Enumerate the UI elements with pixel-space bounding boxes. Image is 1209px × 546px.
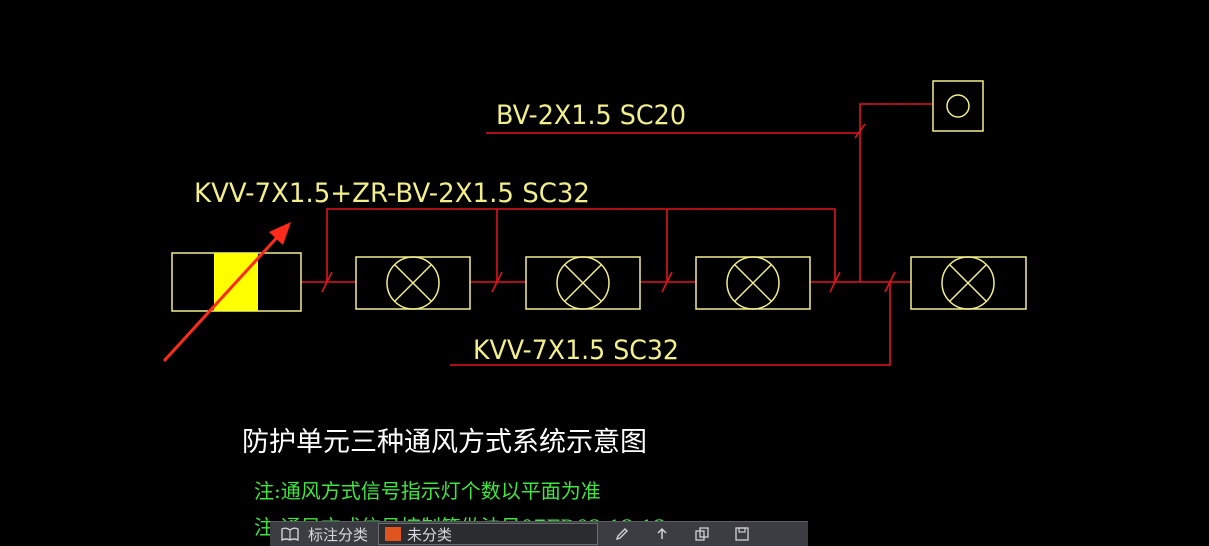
book-icon[interactable] [280, 525, 300, 543]
cable-label-main: KVV-7X1.5+ZR-BV-2X1.5 SC32 [194, 178, 590, 209]
wire-tick [491, 271, 503, 293]
signal-indicator [932, 80, 984, 132]
annotation-arrow [162, 222, 291, 363]
save-icon[interactable] [732, 525, 752, 543]
pencil-icon[interactable] [612, 525, 632, 543]
wire-tick [884, 271, 896, 293]
copy-icon[interactable] [692, 525, 712, 543]
wire-top-branch [859, 103, 933, 282]
wire-tick [321, 271, 333, 293]
wire-bottom-branch [450, 282, 891, 366]
upload-icon[interactable] [652, 525, 672, 543]
wire-tick [829, 271, 841, 293]
wire-tick [661, 271, 673, 293]
lamp-device-1 [355, 256, 471, 310]
wire-upper-loop [326, 208, 836, 282]
note-1: 注:通风方式信号指示灯个数以平面为准 [254, 479, 601, 503]
category-selected: 未分类 [407, 525, 453, 544]
toolbar-tools [612, 525, 752, 543]
cable-label-top: BV-2X1.5 SC20 [496, 100, 686, 131]
cable-label-bottom: KVV-7X1.5 SC32 [473, 335, 679, 366]
category-dropdown[interactable]: 未分类 [378, 523, 599, 545]
wire-tick [854, 123, 866, 139]
lamp-device-3 [695, 256, 811, 310]
lamp-device-2 [525, 256, 641, 310]
annotation-toolbar: 标注分类 未分类 [270, 521, 808, 546]
category-color-swatch [385, 527, 402, 541]
lamp-device-4 [910, 256, 1027, 310]
wiring [301, 103, 933, 366]
diagram-title: 防护单元三种通风方式系统示意图 [242, 427, 647, 458]
toolbar-label: 标注分类 [308, 525, 369, 544]
